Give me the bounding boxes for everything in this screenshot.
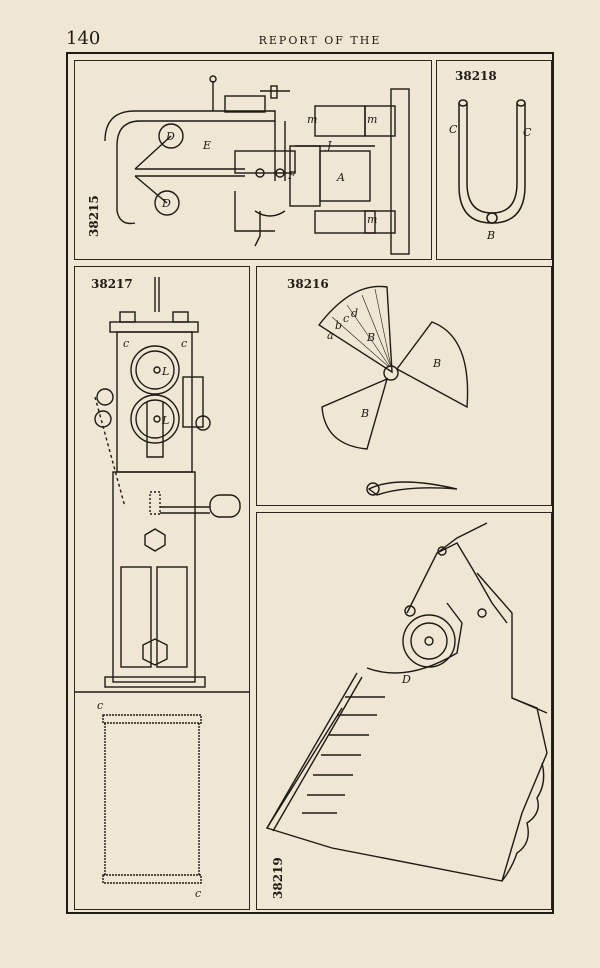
label-c: c: [181, 337, 187, 350]
figure-number: 38216: [287, 277, 329, 291]
label-B: B: [432, 357, 441, 370]
figure-panel-38217: 38217: [74, 266, 250, 910]
roller-stand-drawing: c c L L c c: [75, 277, 249, 900]
label-B: B: [366, 331, 375, 344]
propeller-drawing: a b c d B B B: [317, 285, 469, 496]
label-m: m: [367, 213, 377, 226]
machine-drawing: D D E F J A m m m: [104, 75, 410, 255]
figure-panel-38219: 38219: [256, 512, 552, 910]
label-m: m: [307, 113, 317, 126]
figure-number: 38217: [91, 277, 133, 291]
label-d: d: [351, 307, 358, 320]
label-D: D: [165, 130, 175, 143]
rake-machine-drawing: D: [265, 522, 548, 882]
spring-drawing: C C B: [449, 99, 532, 242]
page-number: 140: [66, 28, 101, 49]
label-m: m: [367, 113, 377, 126]
label-E: E: [202, 139, 211, 152]
label-L: L: [161, 414, 169, 427]
figure-panel-38216: 38216 a b c d B B B: [256, 266, 552, 506]
label-c: c: [343, 312, 349, 325]
label-B: B: [360, 407, 369, 420]
label-D: D: [161, 197, 171, 210]
label-c: c: [123, 337, 129, 350]
label-L: L: [161, 365, 169, 378]
figure-panel-38218: 38218 C C B: [436, 60, 552, 260]
label-J: J: [325, 139, 332, 152]
label-A: A: [336, 171, 345, 184]
label-C: C: [449, 123, 458, 136]
figure-number: 38218: [455, 69, 497, 83]
label-F: F: [287, 169, 296, 182]
label-c: c: [97, 699, 103, 712]
label-c: c: [195, 887, 201, 900]
label-D: D: [401, 673, 411, 686]
label-a: a: [327, 329, 334, 342]
running-head: REPORT OF THE: [258, 34, 382, 47]
label-b: b: [335, 319, 342, 332]
figure-panel-38215: 38215: [74, 60, 432, 260]
label-B: B: [486, 229, 495, 242]
engraving-plate: 38215: [66, 52, 554, 914]
label-C: C: [523, 126, 532, 139]
